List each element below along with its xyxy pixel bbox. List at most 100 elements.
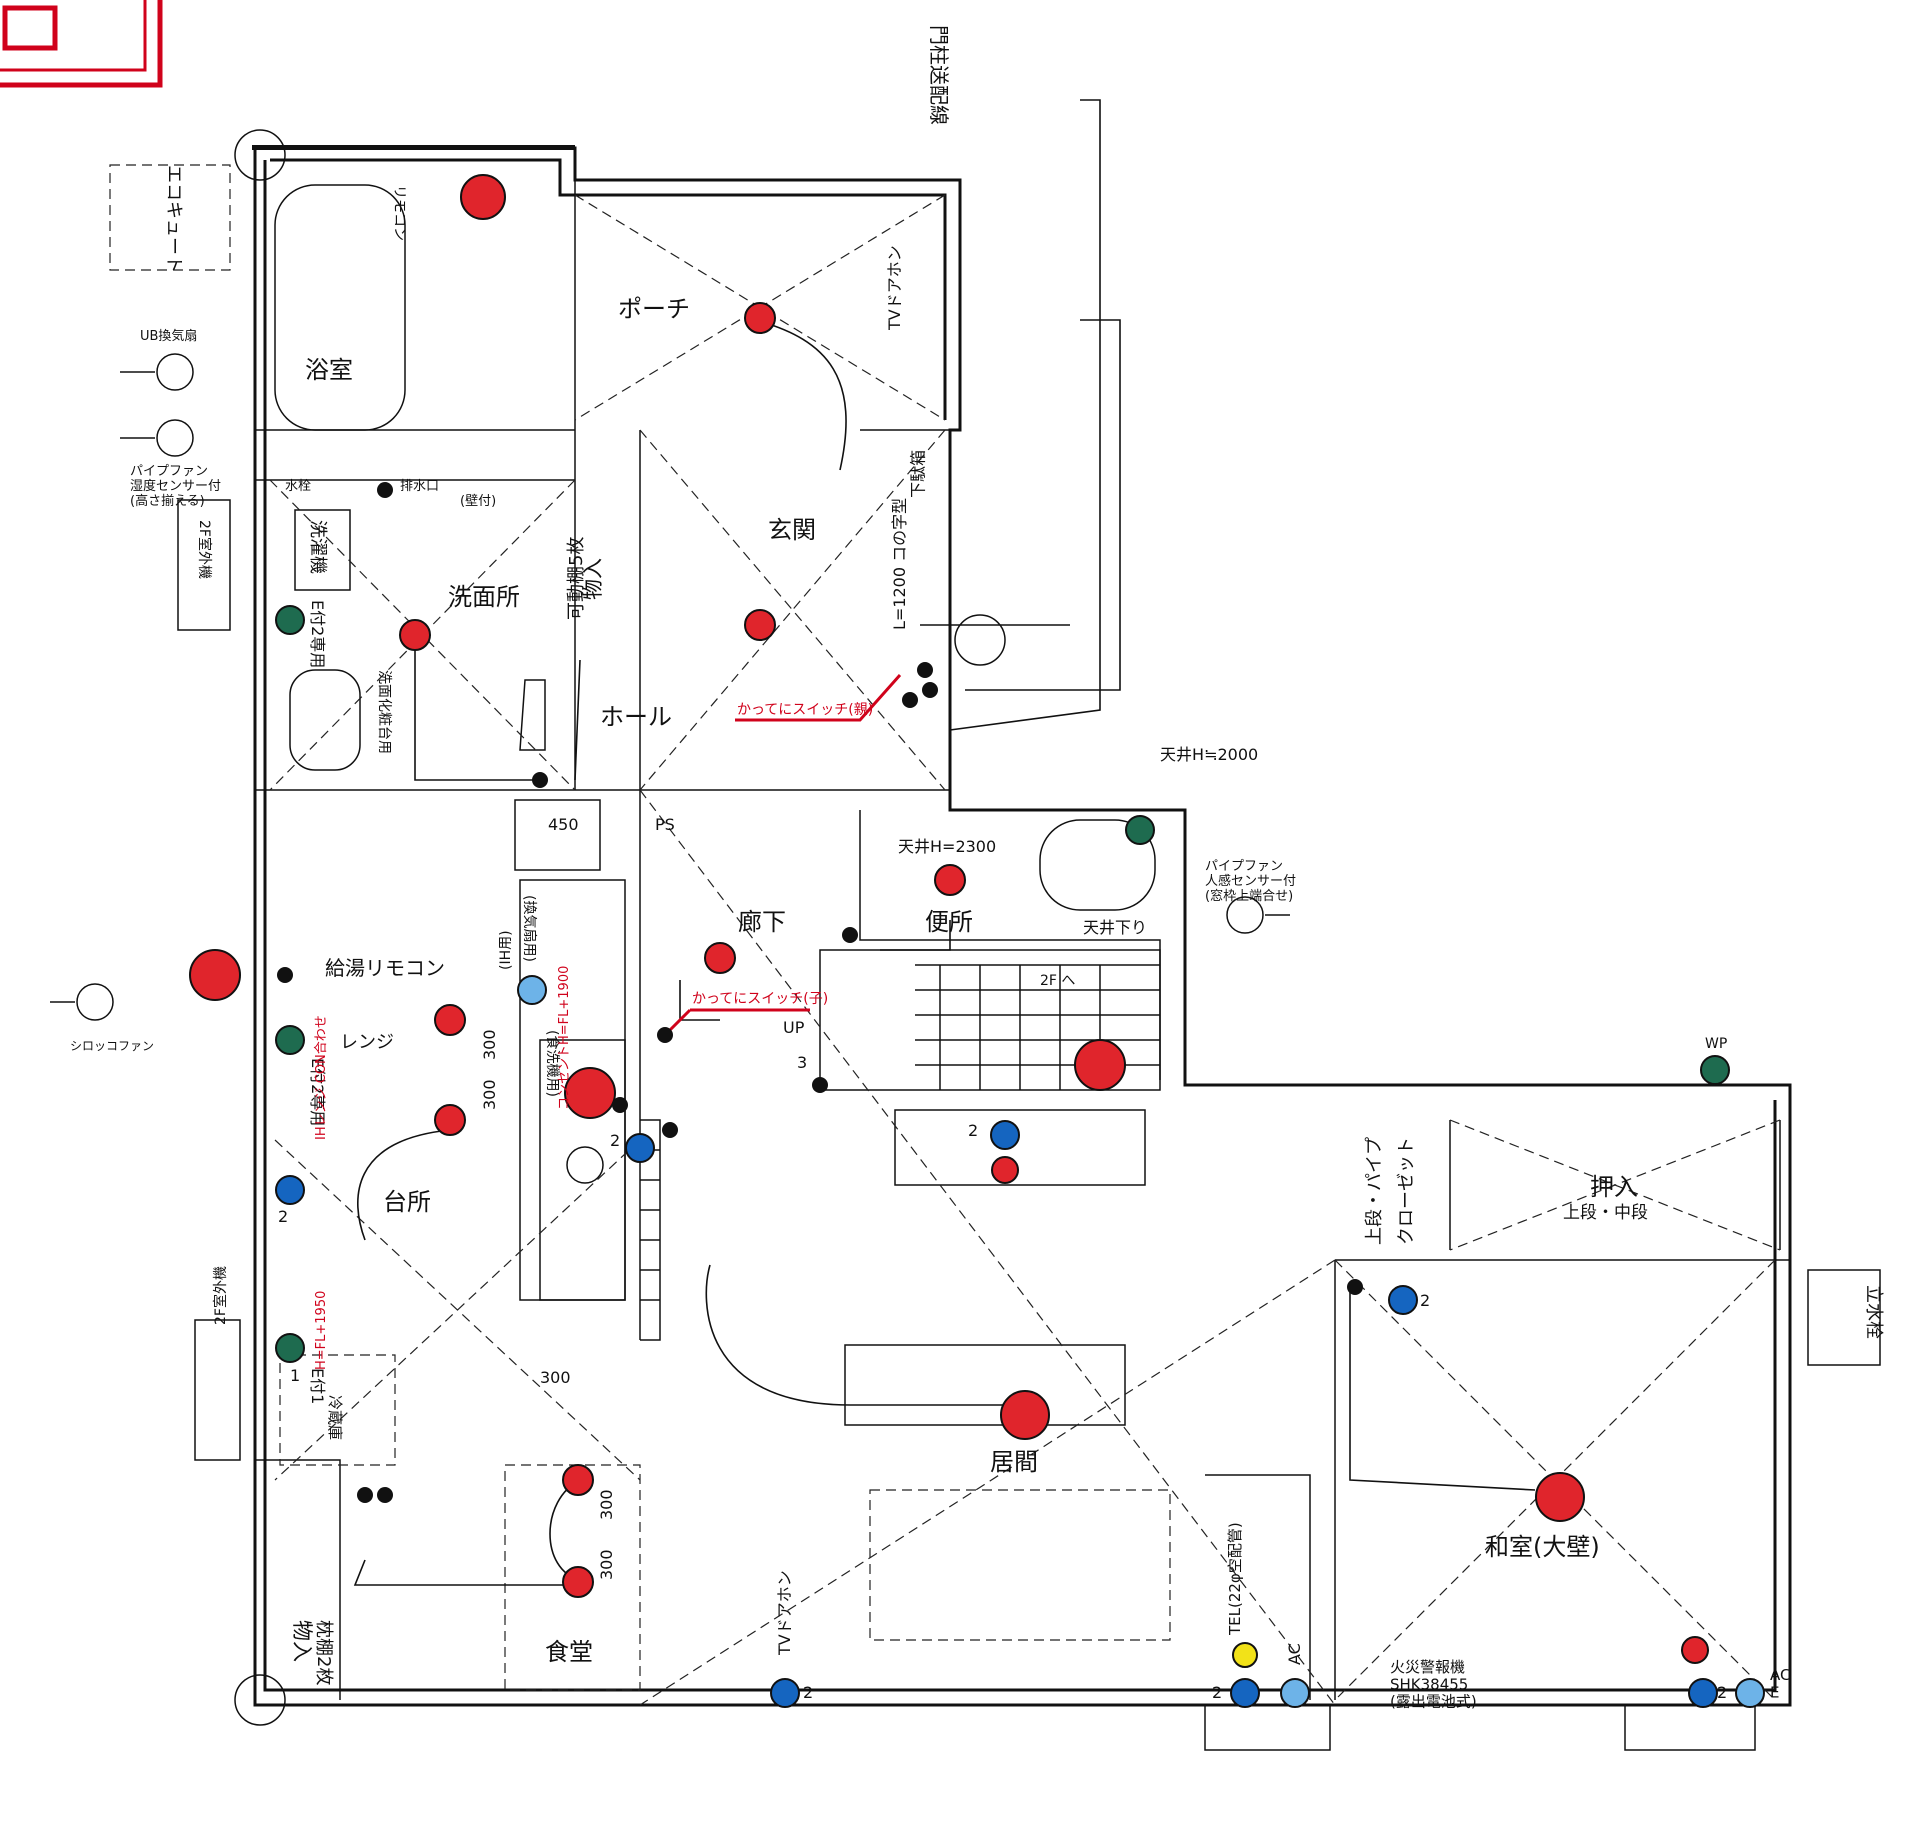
outlet-kitchen-wall <box>275 1175 305 1205</box>
outlet-green-fridge <box>275 1333 305 1363</box>
light-entry <box>189 949 241 1001</box>
room-storage-hall: 物入 <box>581 558 605 600</box>
faucet-label: 水栓 <box>285 479 311 494</box>
count-3: 3 <box>797 1053 807 1072</box>
corner-stamp <box>0 0 163 88</box>
ac-outdoor-bottom: 2F室外機 <box>212 1266 229 1325</box>
h-fl-1950-label: H=FL+1950 <box>314 1291 329 1370</box>
light-bath <box>460 174 506 220</box>
outlet-tel-yellow <box>1232 1642 1258 1668</box>
count-2g: 2 <box>968 1121 978 1140</box>
outlet-stair-cabinet <box>990 1120 1020 1150</box>
room-oshiire-sub: 上段・中段 <box>1563 1203 1648 1223</box>
room-washroom: 洗面所 <box>448 583 520 611</box>
stairs <box>640 964 1160 1341</box>
e-dedicated-1: E付2専用 <box>308 600 327 668</box>
light-stairs <box>1074 1039 1126 1091</box>
vanity-label: 洗面化粧台用 <box>376 670 392 754</box>
switch-child-label: かってにスイッチ(子) <box>692 991 828 1007</box>
h-fl-1900-label: コンセントH=FL+1900 <box>557 966 572 1110</box>
count-2a: 2 <box>610 1131 620 1150</box>
dim-300-d: 300 <box>597 1489 616 1520</box>
ih-con-label: IHレンジ CON合わせ <box>314 1015 329 1140</box>
light-entrance <box>744 609 776 641</box>
water-heater-remote: 給湯リモコン <box>325 956 445 980</box>
light-japanese-room <box>1535 1472 1585 1522</box>
pipe-fan-toilet-label: パイプファン人感センサー付(窓枠上端合せ) <box>1205 859 1296 904</box>
fixtures <box>274 184 1311 1700</box>
dim-300-c: 300 <box>540 1368 571 1387</box>
outlet-tel <box>1230 1678 1260 1708</box>
remote-label: リモコン <box>391 185 407 241</box>
washer-label: 洗濯機 <box>307 520 328 574</box>
room-japanese: 和室(大壁) <box>1485 1533 1600 1561</box>
ceiling-down: 天井下り <box>1083 918 1147 937</box>
light-dining-1 <box>562 1464 594 1496</box>
outlet-green-range <box>275 1025 305 1055</box>
room-corridor: 廊下 <box>738 908 786 936</box>
pipe-fan-bath-label: パイプファン湿度センサー付(高さ揃える) <box>130 464 221 509</box>
tv-intercom-bottom-label: TVドアホン <box>775 1570 794 1656</box>
e-dedicated-2: E付2専用 <box>308 1058 327 1126</box>
light-toilet <box>934 864 966 896</box>
switches <box>277 482 1363 1503</box>
outlets <box>275 605 1765 1708</box>
outlet-ac-japanese <box>1735 1678 1765 1708</box>
ac-outdoor-top: 2F室外機 <box>196 520 213 579</box>
wp-label: WP <box>1705 1036 1727 1052</box>
room-bath: 浴室 <box>305 356 353 384</box>
room-living: 居間 <box>990 1448 1038 1476</box>
ceiling-2300: 天井H=2300 <box>898 837 996 856</box>
dim-300-a: 300 <box>480 1029 499 1060</box>
outlet-ac-living <box>1280 1678 1310 1708</box>
room-kitchen: 台所 <box>383 1188 431 1216</box>
room-toilet: 便所 <box>925 908 973 936</box>
ceiling-2000: 天井H≒2000 <box>1160 745 1258 764</box>
dim-300-e: 300 <box>597 1549 616 1580</box>
light-kitchen-hood <box>564 1067 616 1119</box>
room-hall: ホール <box>600 703 672 731</box>
annotation-labels: 門柱送配線 エコキュート UB換気扇 パイプファン湿度センサー付(高さ揃える) … <box>70 25 1884 1711</box>
wall-mounted-label: (壁付) <box>460 494 496 509</box>
room-closet-upper: 上段・パイプ <box>1364 1137 1385 1245</box>
light-washroom <box>399 619 431 651</box>
count-2e: 2 <box>1212 1683 1222 1702</box>
outlet-ih <box>517 975 547 1005</box>
tv-intercom-top-label: TVドアホン <box>885 245 904 331</box>
switch-annotations <box>663 674 902 1037</box>
outlet-green-toilet <box>1125 815 1155 845</box>
room-storage-hall-note: 可動棚5枚 <box>566 537 587 620</box>
light-living <box>1000 1390 1050 1440</box>
tel-label: TEL(22φ空配管) <box>1226 1522 1244 1636</box>
outlet-wp <box>1700 1055 1730 1085</box>
e-dedicated-3: E付1 <box>308 1368 327 1404</box>
dim-300-b: 300 <box>480 1079 499 1110</box>
outlet-green-washroom <box>275 605 305 635</box>
ps-label: PS <box>655 815 675 834</box>
count-2b: 2 <box>278 1207 288 1226</box>
walls <box>109 129 1881 1751</box>
ih-use-label: (IH用) <box>498 930 514 970</box>
range-label: レンジ <box>340 1032 394 1053</box>
shoe-box-label: L=1200 コの字型下駄箱 <box>890 450 927 630</box>
outlet-japanese-2 <box>1688 1678 1718 1708</box>
outlet-japanese-1 <box>1388 1285 1418 1315</box>
eco-cute-label: エコキュート <box>163 165 184 273</box>
outlet-hall-ext <box>625 1133 655 1163</box>
room-storage-kitchen: 物入 <box>290 1620 314 1662</box>
room-closet: クローゼット <box>1396 1137 1417 1245</box>
count-2f: 2 <box>1717 1683 1727 1702</box>
switch-parent-label: かってにスイッチ(親) <box>737 702 873 718</box>
sirocco-fan-label: シロッコファン <box>70 1039 154 1053</box>
standpipe-label: 立水栓 <box>1863 1285 1884 1339</box>
room-storage-kitchen-note: 枕棚2枚 <box>313 1620 334 1685</box>
outlet-living-south <box>770 1678 800 1708</box>
light-kitchen-2 <box>434 1104 466 1136</box>
ventilation-fans <box>50 353 1290 1021</box>
gate-wiring-label: 門柱送配線 <box>927 25 951 125</box>
light-kitchen-1 <box>434 1004 466 1036</box>
outlet-tv-japanese <box>1681 1636 1709 1664</box>
count-1: 1 <box>290 1366 300 1385</box>
